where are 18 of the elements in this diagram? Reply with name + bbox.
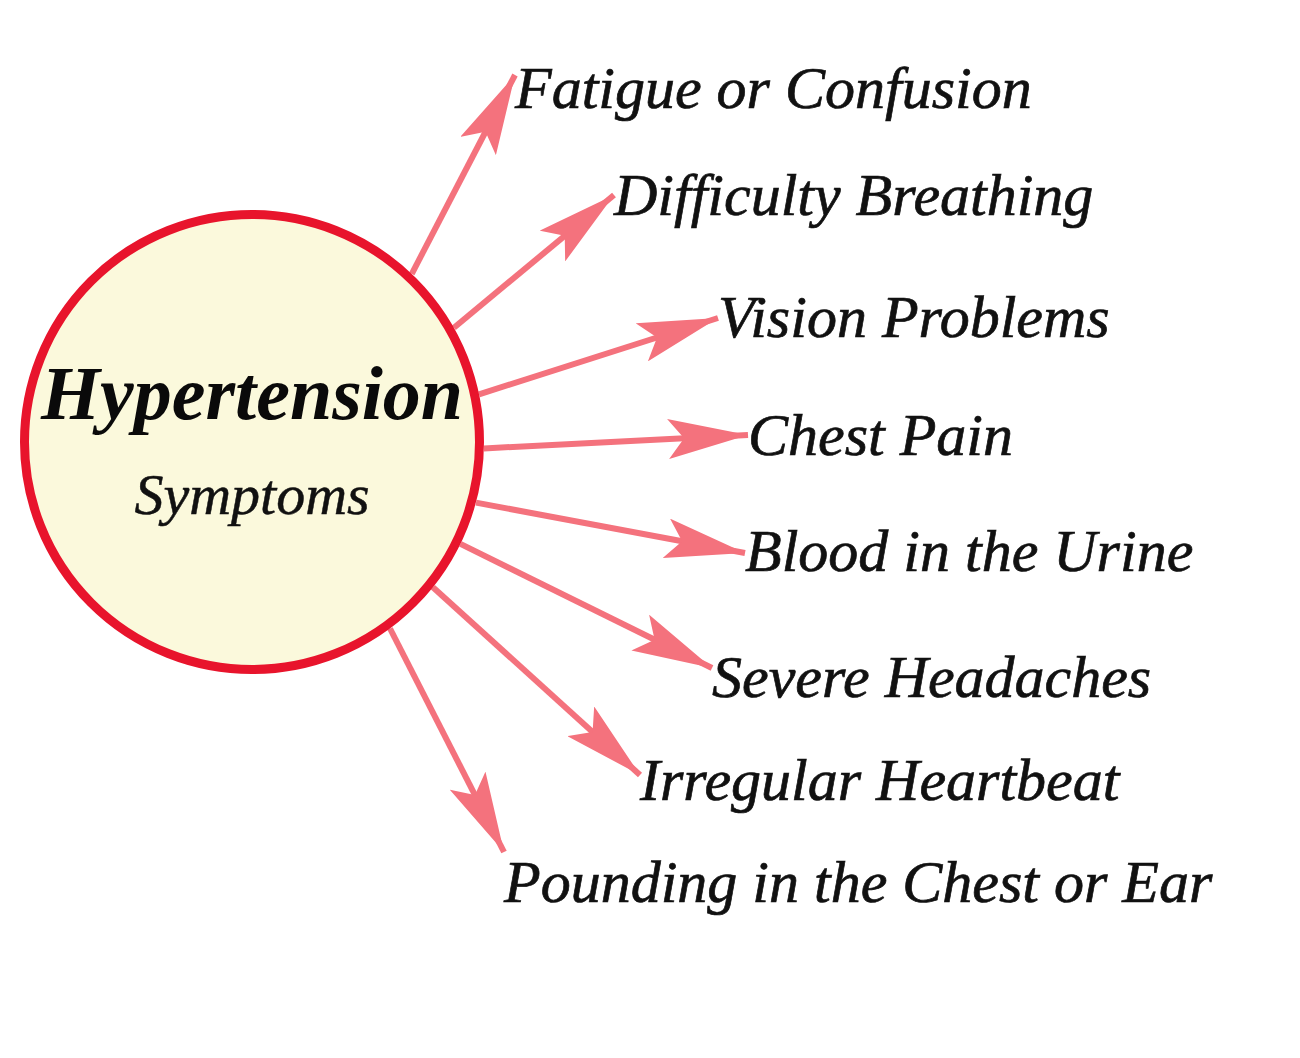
arrow [475,499,746,558]
topic-subtitle: Symptoms [134,463,370,527]
symptom-label: Fatigue or Confusion [515,55,1032,121]
symptom-label: Blood in the Urine [745,518,1194,584]
symptom-label: Chest Pain [748,402,1013,468]
symptom-label: Difficulty Breathing [614,162,1094,228]
symptom-label: Irregular Heartbeat [640,747,1120,813]
topic-title: Hypertension [40,352,464,436]
arrow [478,315,719,398]
arrow [387,627,507,854]
arrow [459,541,714,671]
symptom-label: Severe Headaches [712,644,1152,710]
symptom-label: Pounding in the Chest or Ear [504,849,1213,915]
arrow [483,419,749,460]
arrow [430,585,642,778]
arrow [409,73,518,276]
arrow [452,192,616,330]
symptom-label: Vision Problems [718,284,1110,350]
